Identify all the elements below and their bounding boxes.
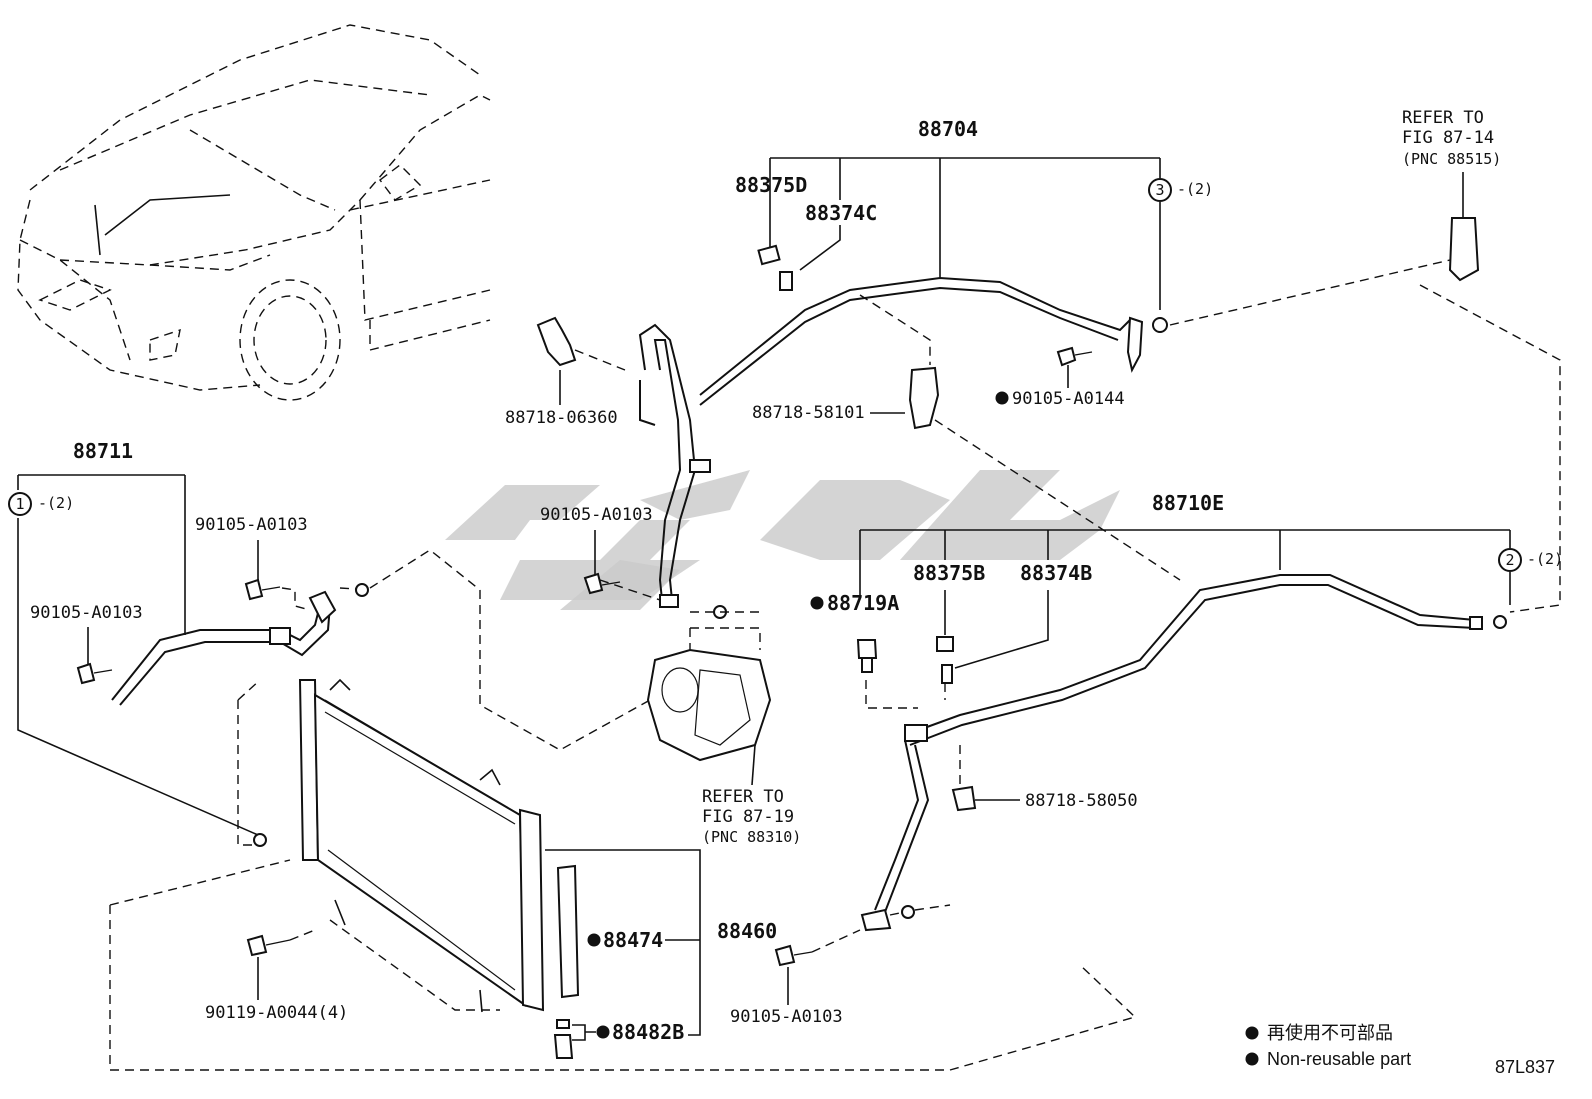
ref-87-14-line2: FIG 87-14 (1402, 128, 1494, 148)
part-label-88374C: 88374C (805, 201, 877, 225)
ref-87-14-line3: (PNC 88515) (1402, 150, 1501, 168)
valve-88374B (941, 664, 953, 684)
callout-1-number: 1 (15, 495, 24, 513)
part-label-88719A: 88719A (827, 591, 899, 615)
part-label-88460: 88460 (717, 919, 777, 943)
part-label-88374B: 88374B (1020, 561, 1092, 585)
hose-band (689, 459, 711, 473)
part-label-88710E: 88710E (1152, 491, 1224, 515)
legend-text-jp: 再使用不可部品 (1267, 1023, 1393, 1043)
ref-87-14-line1: REFER TO (1402, 108, 1484, 128)
callout-3-circle (1148, 178, 1172, 202)
part-label-88375B: 88375B (913, 561, 985, 585)
clamp-88718-06360 (536, 316, 577, 367)
watermark-logo (445, 470, 1120, 610)
non-reusable-marker (995, 391, 1009, 405)
service-port-block (904, 724, 928, 742)
bolt-icon (246, 934, 268, 957)
callout-3-qty: -(2) (1177, 180, 1213, 198)
part-label-88704: 88704 (918, 117, 978, 141)
part-label-90105-A0144: 90105-A0144 (1012, 389, 1125, 409)
group-88704: 88704 88375D 88374C 3 -(2) (699, 117, 1451, 406)
part-label-88718-58101: 88718-58101 (752, 403, 865, 423)
ref-fig-87-14: REFER TO FIG 87-14 (PNC 88515) (1402, 108, 1561, 613)
legend: 再使用不可部品 Non-reusable part (1245, 1023, 1411, 1069)
part-label-90105-A0103-c: 90105-A0103 (540, 505, 653, 525)
o-ring (556, 1019, 570, 1029)
hose-fitting (659, 594, 679, 608)
pipe-fitting (308, 590, 337, 624)
part-label-88474: 88474 (603, 928, 663, 952)
bolt-90105-A0103-d-group: 90105-A0103 (730, 929, 861, 1027)
bolt-icon (1056, 346, 1077, 367)
callout-1-circle (8, 492, 32, 516)
bolt-icon (583, 572, 604, 595)
legend-text-en: Non-reusable part (1267, 1049, 1411, 1069)
callout-2-circle (1498, 548, 1522, 572)
bolt-icon (76, 662, 96, 685)
bolt-90105-A0103-c-group: 90105-A0103 (540, 505, 653, 595)
non-reusable-marker (810, 596, 824, 610)
part-label-88375D: 88375D (735, 173, 807, 197)
part-label-88711: 88711 (73, 439, 133, 463)
ref-87-19-line2: FIG 87-19 (702, 807, 794, 827)
group-88711: 88711 1 -(2) 90105-A0103 90105-A0103 (8, 439, 651, 847)
group-88460: 88460 88474 88482B (545, 849, 777, 1059)
bolt-icon (774, 944, 796, 967)
o-ring (901, 905, 915, 919)
o-ring (355, 583, 369, 597)
cap-88375B (936, 636, 954, 652)
diagram-code: 87L837 (1495, 1057, 1555, 1077)
legend-marker-jp (1245, 1026, 1259, 1040)
part-label-88718-58050: 88718-58050 (1025, 791, 1138, 811)
hose-band (269, 627, 291, 645)
cap-88375D (757, 244, 781, 266)
pipe-end (1469, 616, 1483, 630)
group-88710E: 88710E 2 -(2) 88719A 88375B 88374B 88718… (810, 491, 1563, 932)
pipe-fitting (860, 908, 892, 932)
callout-2-qty: -(2) (1527, 550, 1563, 568)
o-ring (1152, 317, 1168, 333)
pipe-bracket (1126, 316, 1144, 373)
clamp-88718-06360-group: 88718-06360 (505, 316, 626, 428)
valve-88374C (779, 271, 793, 291)
part-label-90119-A0044: 90119-A0044(4) (205, 1003, 348, 1023)
compressor: REFER TO FIG 87-19 (PNC 88310) (646, 627, 801, 846)
part-label-90105-A0103-a: 90105-A0103 (195, 515, 308, 535)
callout-3-number: 3 (1155, 181, 1164, 199)
expansion-valve (1448, 217, 1480, 282)
part-label-90105-A0103-d: 90105-A0103 (730, 1007, 843, 1027)
o-ring (253, 833, 267, 847)
desiccant-88474 (556, 864, 580, 999)
vehicle-overview (17, 24, 491, 401)
bolt-90119-A0044-group: 90119-A0044(4) (205, 929, 348, 1023)
pressure-switch-88719A (856, 639, 878, 659)
o-ring (1493, 615, 1507, 629)
clamp-88718-58101 (908, 366, 940, 430)
condenser (109, 678, 1137, 1071)
ref-87-19-line1: REFER TO (702, 787, 784, 807)
plug-88482B (553, 1034, 574, 1059)
suction-hose (599, 323, 760, 619)
part-label-90105-A0103-b: 90105-A0103 (30, 603, 143, 623)
non-reusable-marker (596, 1025, 610, 1039)
non-reusable-marker (587, 933, 601, 947)
callout-2-number: 2 (1505, 551, 1514, 569)
clamp-88718-58101-group: 88718-58101 (752, 294, 1181, 581)
part-label-88718-06360: 88718-06360 (505, 408, 618, 428)
callout-1-qty: -(2) (38, 494, 74, 512)
clamp-88718-58050 (951, 785, 977, 812)
part-label-88482B: 88482B (612, 1020, 684, 1044)
ref-87-19-line3: (PNC 88310) (702, 828, 801, 846)
legend-marker-en (1245, 1052, 1259, 1066)
bolt-icon (244, 578, 264, 601)
bolt-90105-A0144-group: 90105-A0144 (995, 316, 1144, 409)
